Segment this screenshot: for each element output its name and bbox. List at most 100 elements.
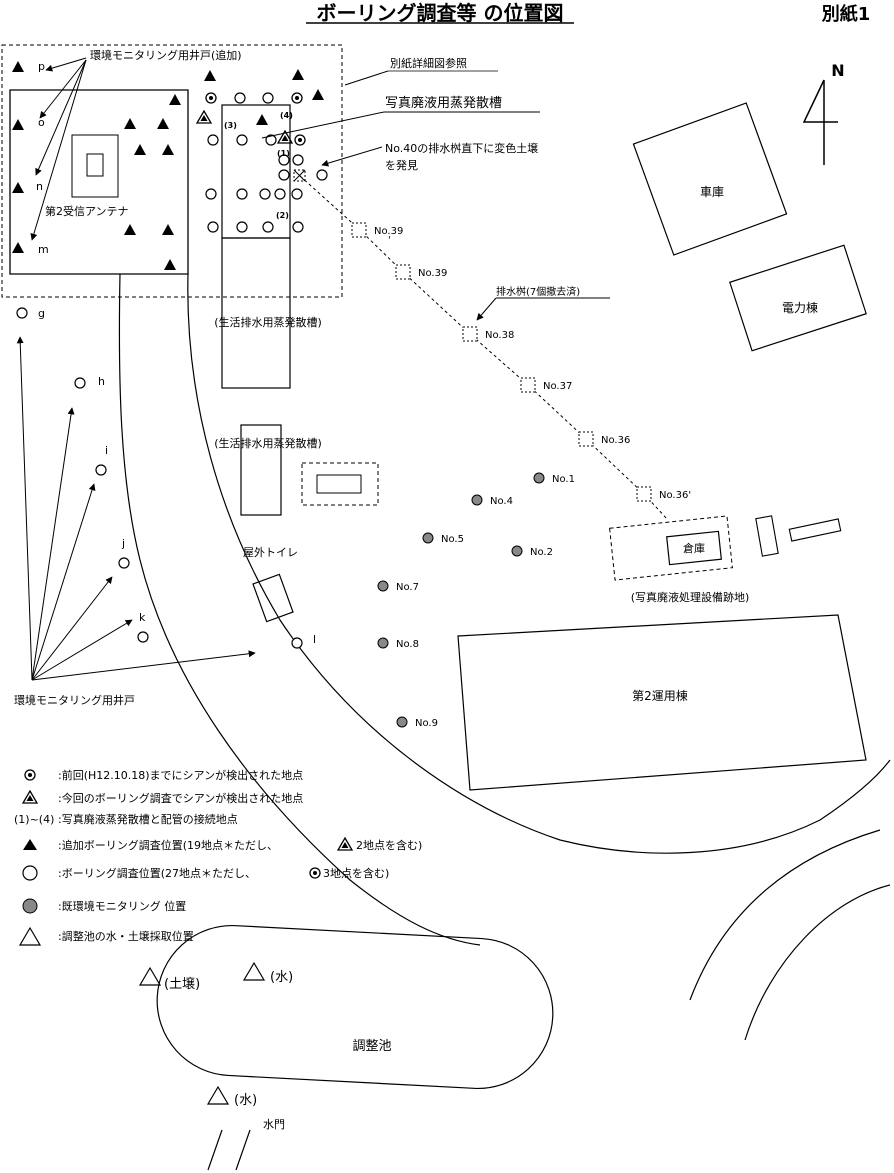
page-title: ボーリング調査等 の位置図 (317, 1, 564, 25)
boring-circle (292, 221, 304, 233)
additional-boring-triangle (12, 119, 24, 130)
antenna-base-outer (71, 134, 119, 198)
additional-boring-triangle (204, 70, 216, 81)
drain-label: No.38 (485, 330, 514, 341)
water-label-1: (水) (270, 970, 293, 985)
monitoring-well-label: 環境モニタリング用井戸 (14, 693, 135, 707)
domestic-tank-label-1: (生活排水用蒸発散槽) (214, 315, 322, 329)
drain-label: No.36 (601, 435, 630, 446)
additional-boring-triangle (12, 182, 24, 193)
legend-inline-triangle-icon (337, 837, 353, 851)
legend-detected-now-icon (22, 790, 38, 804)
well-label: h (98, 375, 105, 388)
monitoring-well-circle (74, 377, 86, 389)
garage-label: 車庫 (700, 185, 724, 199)
road (118, 273, 891, 1041)
north-arrow: N (802, 61, 845, 165)
additional-boring-triangle (162, 224, 174, 235)
additional-boring-triangle (312, 89, 324, 100)
warehouse-site: 倉庫 (写真廃液処理設備跡地) (609, 515, 749, 604)
garage-building: 車庫 (632, 102, 788, 256)
cyan-detected-circle (205, 92, 217, 104)
monitoring-point (511, 545, 523, 557)
boring-circle (291, 188, 303, 200)
additional-boring-triangle (292, 69, 304, 80)
legend-item-4: :追加ボーリング調査位置(19地点＊ただし、 (58, 838, 278, 852)
domestic-evaporation-tank-1 (221, 237, 291, 389)
monitoring-well-circle (16, 307, 28, 319)
well-label: l (313, 633, 316, 646)
detail-area-boundary (1, 44, 343, 298)
legend-item-7: :調整池の水・土壌採取位置 (58, 929, 194, 943)
monitoring-point (422, 532, 434, 544)
monitoring-point (533, 472, 545, 484)
outdoor-toilet-label: 屋外トイレ (243, 546, 298, 559)
legend-item-4b: 2地点を含む) (356, 838, 422, 852)
no40-note-1: No.40の排水桝直下に変色土壌 (385, 141, 538, 155)
well-label: o (38, 116, 45, 129)
small-facility-dashed (301, 462, 379, 506)
boring-circle (316, 169, 328, 181)
attachment-label: 別紙1 (822, 3, 871, 25)
additional-boring-triangle (12, 61, 24, 72)
boring-points (205, 92, 328, 233)
additional-boring-points (12, 61, 324, 270)
pond: 調整池 水門 (土壌) (水) (水) (138, 925, 554, 1171)
legend-item-1: :前回(H12.10.18)までにシアンが検出された地点 (58, 768, 303, 782)
drain-box (578, 431, 594, 447)
warehouse-label: 倉庫 (683, 541, 705, 555)
no40-note-2: を発見 (385, 158, 418, 172)
outdoor-toilet (252, 573, 294, 623)
drain-removed-leader (477, 297, 610, 320)
boring-circle (274, 188, 286, 200)
well-label: p (38, 60, 45, 73)
cyan-detected-triangle (196, 110, 212, 124)
cyan-detected-circle (294, 134, 306, 146)
boring-circle (262, 221, 274, 233)
no40-leader (321, 146, 383, 167)
legend-boring-icon (22, 865, 38, 881)
additional-boring-triangle (157, 118, 169, 129)
monitoring-label: No.9 (415, 718, 438, 729)
monitoring-point (377, 637, 389, 649)
legend-item-5b: 3地点を含む) (323, 866, 389, 880)
monitoring-well-added-label: 環境モニタリング用井戸(追加) (90, 48, 242, 62)
well-label: g (38, 307, 45, 320)
antenna-enclosure (9, 89, 189, 275)
additional-boring-triangle (162, 144, 174, 155)
drain-label: No.36' (659, 490, 691, 501)
monitoring-label: No.8 (396, 639, 419, 650)
monitoring-well-circle (95, 464, 107, 476)
boring-circle (207, 221, 219, 233)
boring-circle (278, 154, 290, 166)
legend-item-2: :今回のボーリング調査でシアンが検出された地点 (58, 791, 303, 805)
legend-inline-double-circle-icon (309, 867, 321, 879)
boring-circle (265, 134, 277, 146)
monitoring-point (396, 716, 408, 728)
monitoring-well-arrows (16, 336, 256, 681)
monitoring-label: No.5 (441, 534, 464, 545)
north-label: N (831, 61, 844, 80)
added-well-arrows (30, 57, 87, 241)
boring-circle (278, 169, 290, 181)
domestic-tank-label-2: (生活排水用蒸発散槽) (214, 436, 322, 450)
drain-box (351, 222, 367, 238)
well-label: k (139, 611, 146, 624)
small-facility (316, 474, 362, 494)
monitoring-point (377, 580, 389, 592)
connection-label-4: (4) (280, 111, 293, 120)
additional-boring-triangle (12, 242, 24, 253)
legend-monitoring-icon (22, 898, 38, 914)
monitoring-point (471, 494, 483, 506)
boring-circle (207, 134, 219, 146)
boring-circle (236, 134, 248, 146)
ops2-label: 第2運用棟 (632, 688, 688, 703)
photo-evap-leader (261, 111, 540, 139)
no40-drain-box (293, 169, 306, 182)
monitoring-label: No.4 (490, 496, 513, 507)
drain-tick: ' (388, 235, 391, 246)
ops2-building: 第2運用棟 (457, 614, 867, 791)
boring-circle (236, 188, 248, 200)
drain-label: No.37 (543, 381, 572, 392)
